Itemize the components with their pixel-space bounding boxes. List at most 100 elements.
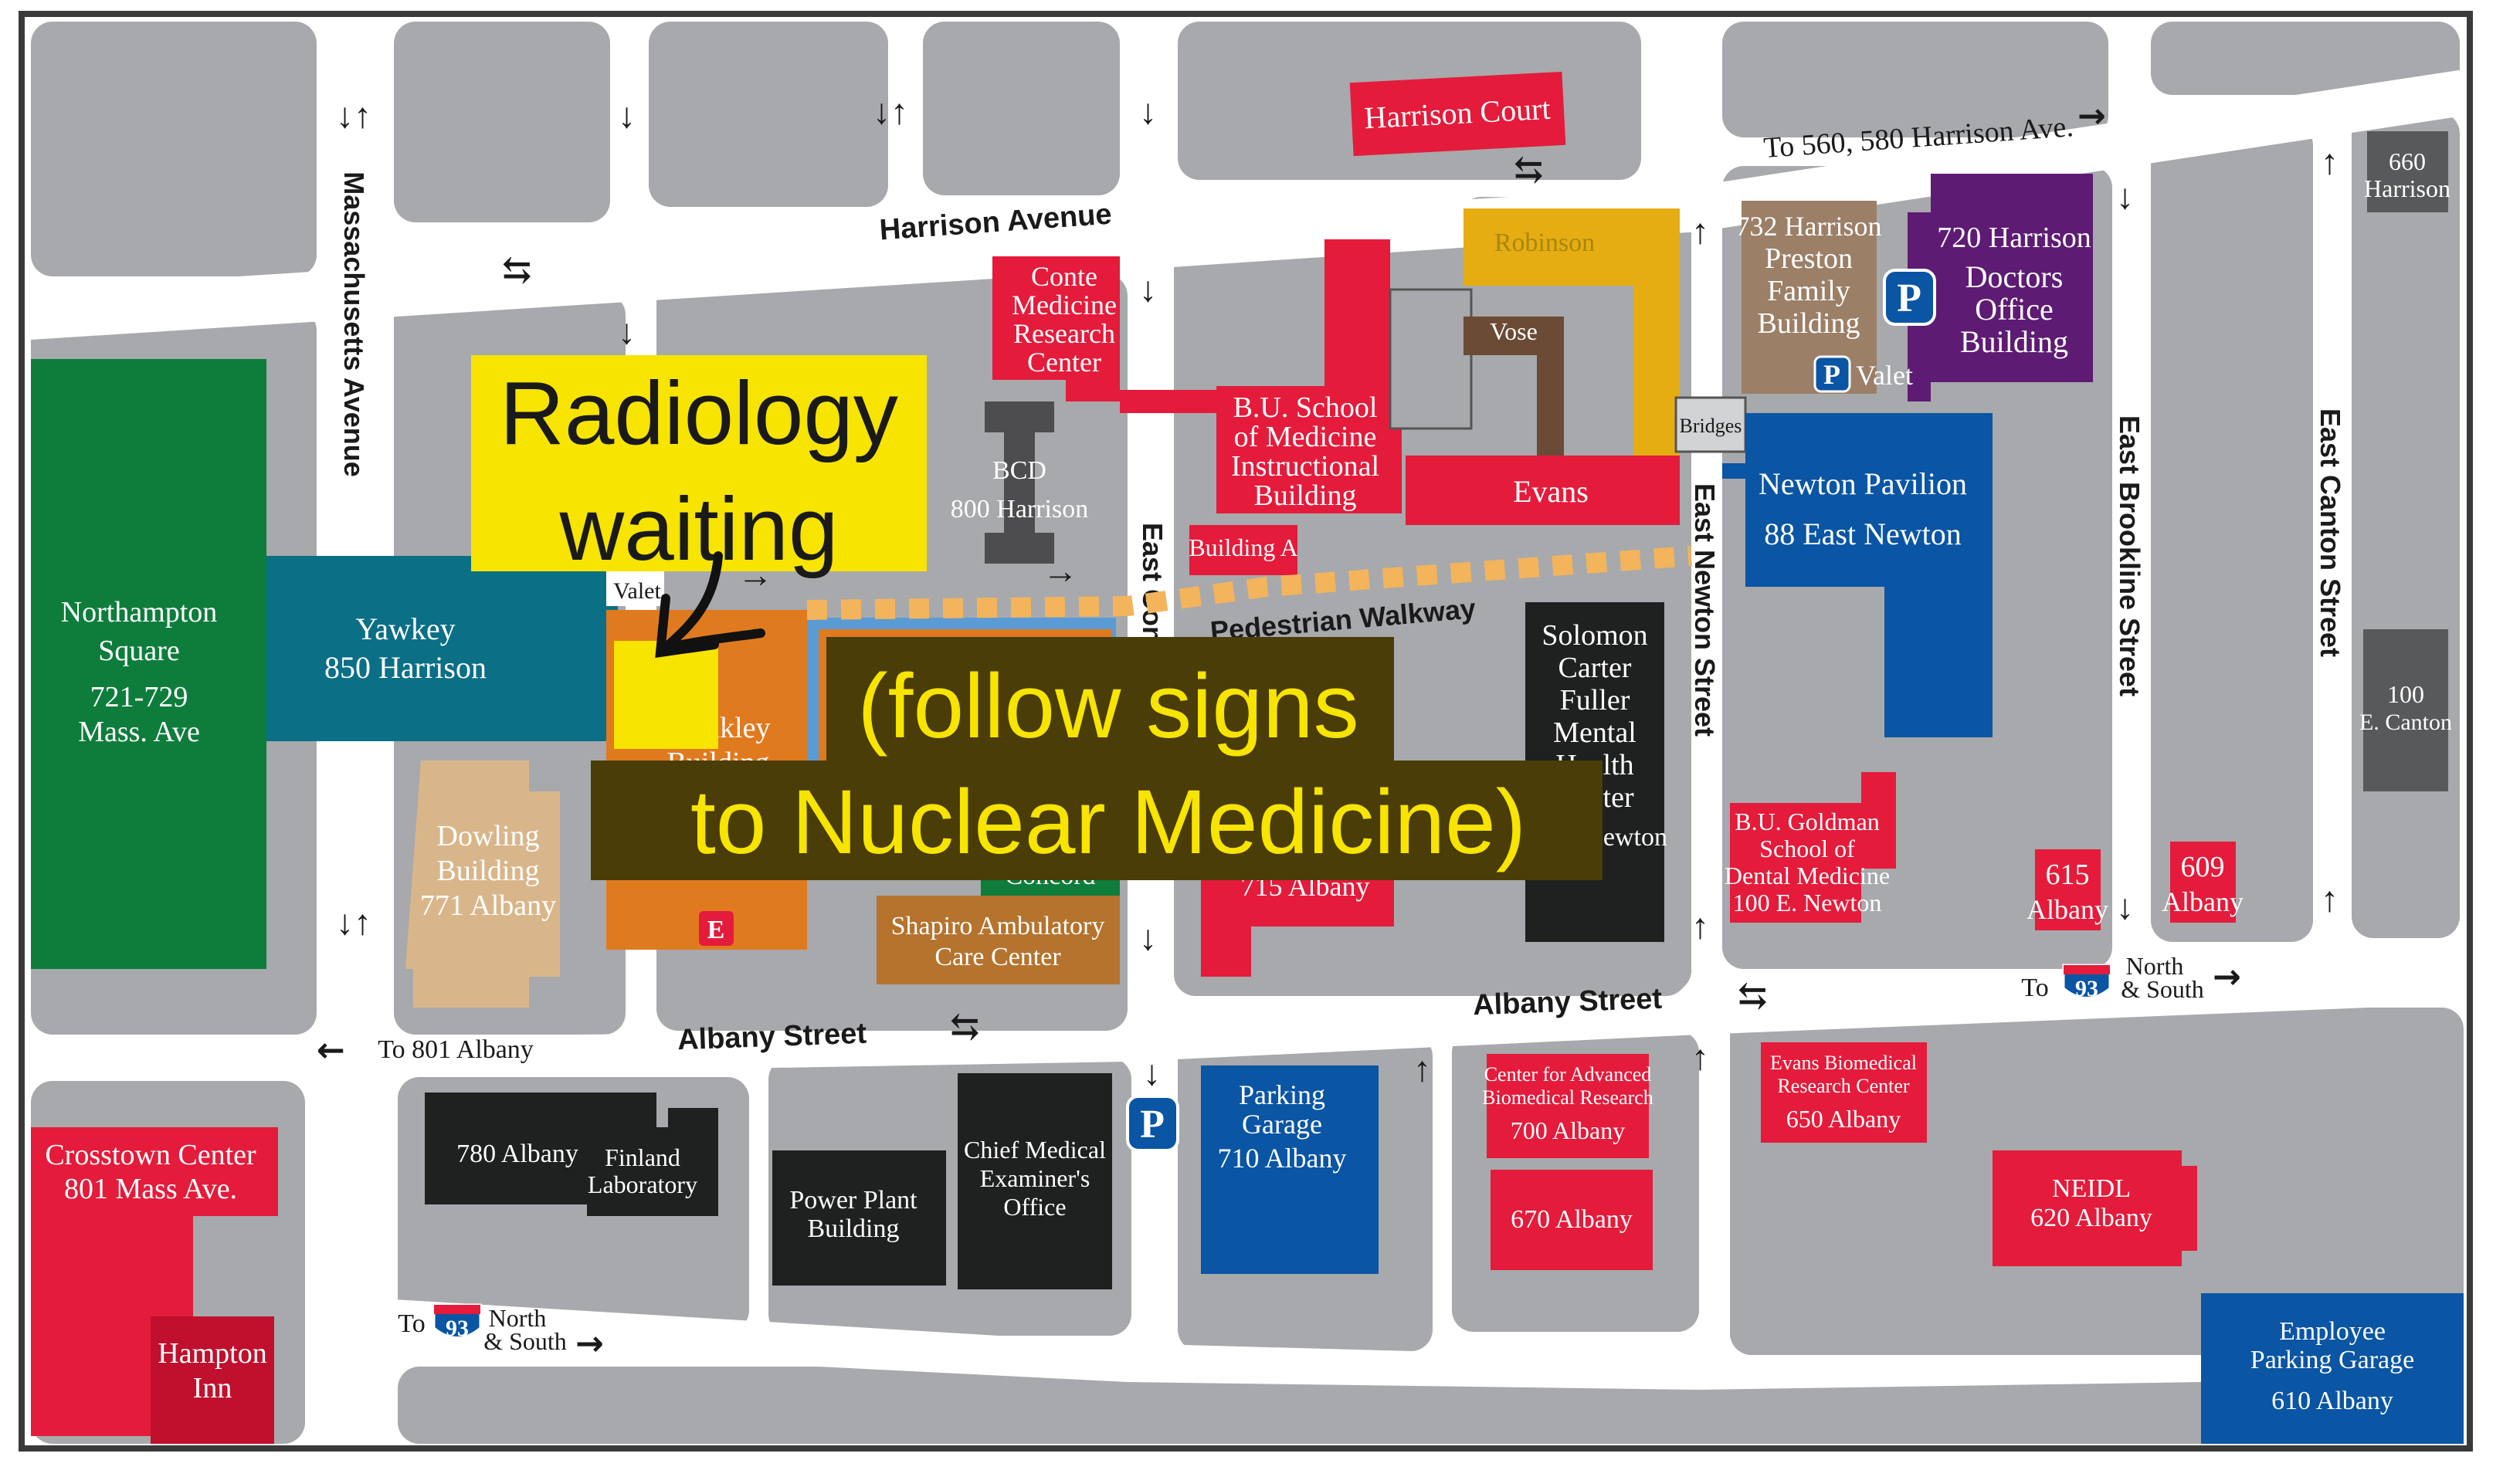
svg-text:↑: ↑ [1691, 1038, 1709, 1077]
svg-text:610 Albany: 610 Albany [2271, 1387, 2393, 1415]
svg-text:Employee: Employee [2279, 1317, 2386, 1346]
svg-text:Chief Medical: Chief Medical [964, 1136, 1106, 1164]
evans-building [1406, 456, 1680, 525]
albany-street-east-label: Albany Street [1472, 983, 1663, 1022]
building-609 [2170, 842, 2236, 923]
building-a [1189, 525, 1297, 575]
solomon-label-3: Fuller [1560, 684, 1630, 716]
nuclear-medicine-note-line2: to Nuclear Medicine) [690, 771, 1526, 873]
nuclear-medicine-note-bg-1 [826, 637, 1394, 761]
svg-text:Building: Building [807, 1214, 899, 1243]
svg-text:780 Albany: 780 Albany [456, 1140, 578, 1168]
svg-text:To: To [2021, 974, 2048, 1002]
preston-label-1: 732 Harrison [1736, 211, 1882, 242]
svg-text:650 Albany: 650 Albany [1786, 1105, 1901, 1133]
svg-text:North: North [2126, 952, 2184, 980]
parking-garage-710 [1201, 1065, 1379, 1274]
bu-som-label-1: B.U. School [1233, 391, 1378, 424]
nuclear-medicine-note-bg-2 [591, 761, 1603, 880]
svg-text:Harrison: Harrison [2364, 174, 2450, 202]
svg-text:⇆: ⇆ [1738, 976, 1768, 1015]
bu-som-building [1216, 386, 1402, 513]
svg-text:660: 660 [2389, 147, 2426, 175]
svg-text:E. Canton: E. Canton [2359, 710, 2452, 735]
building-a-label: Building A [1189, 534, 1297, 561]
finland-lab-building [587, 1108, 718, 1216]
svg-text:Office: Office [1003, 1193, 1066, 1221]
albany-street-road [31, 965, 2464, 1081]
svg-text:Parking Garage: Parking Garage [2250, 1346, 2414, 1374]
goldman-label-3: Dental Medicine [1725, 862, 1890, 889]
doctors-office-label-1: 720 Harrison [1937, 222, 2091, 254]
block [2151, 22, 2460, 95]
radiology-callout-box [471, 355, 927, 571]
svg-text:Crosstown Center: Crosstown Center [45, 1139, 256, 1171]
preston-building [1742, 201, 1877, 394]
bridges-label: Bridges [1680, 415, 1742, 437]
pedestrian-walkway [806, 546, 1692, 620]
svg-text:↓: ↓ [2116, 887, 2134, 927]
svg-text:↓: ↓ [1143, 1053, 1161, 1093]
svg-text:Northampton: Northampton [61, 596, 218, 628]
preston-label-3: Family [1767, 275, 1850, 307]
interstate-93-bottom: To 93 North & South → [398, 1303, 604, 1364]
svg-text:P: P [1823, 359, 1840, 390]
neidl-building [1993, 1150, 2197, 1266]
solomon-label-1: Solomon [1542, 619, 1647, 652]
svg-text:Dowling: Dowling [437, 820, 540, 852]
svg-text:↓↑: ↓↑ [873, 92, 908, 131]
crosstown-building [31, 1127, 278, 1436]
to-801-albany-arrow: ← [317, 1031, 345, 1070]
svg-text:93: 93 [446, 1316, 469, 1341]
svg-text:North: North [489, 1304, 547, 1332]
preston-label-2: Preston [1765, 242, 1853, 275]
evans-label: Evans [1513, 474, 1589, 509]
bcd-label-1: BCD [992, 456, 1046, 485]
svg-text:Parking: Parking [1239, 1079, 1325, 1110]
newton-pavilion-label-2: 88 East Newton [1764, 517, 1962, 551]
svg-text:↓: ↓ [618, 312, 636, 351]
svg-text:⇆: ⇆ [950, 1007, 980, 1046]
svg-text:↓: ↓ [1139, 918, 1157, 957]
block [394, 22, 610, 222]
svg-text:Research Center: Research Center [1777, 1075, 1909, 1097]
svg-text:Examiner's: Examiner's [980, 1164, 1090, 1192]
doctors-office-label-4: Building [1960, 324, 2068, 359]
svg-text:↓↑: ↓↑ [336, 903, 371, 942]
east-newton-street-label: East Newton Street [1689, 483, 1721, 737]
dowling-building [405, 761, 560, 1008]
conte-label-1: Conte [1031, 261, 1097, 292]
svg-text:↑: ↑ [2321, 142, 2339, 181]
building-670 [1491, 1170, 1653, 1270]
east-canton-street-label: East Canton Street [2315, 408, 2346, 657]
svg-text:615: 615 [2046, 859, 2090, 891]
svg-text:801 Mass Ave.: 801 Mass Ave. [64, 1173, 237, 1205]
svg-text:Biomedical Research: Biomedical Research [1482, 1086, 1653, 1109]
emergency-icon: E [707, 916, 725, 944]
shapiro-building [877, 896, 1120, 984]
doctors-office-building [1908, 174, 2093, 401]
evans-brc-building [1761, 1042, 1927, 1143]
goldman-label-4: 100 E. Newton [1733, 889, 1882, 916]
yawkey-building [266, 556, 618, 741]
svg-text:To: To [398, 1309, 425, 1338]
gray-building-block [1389, 288, 1473, 430]
northampton-building [31, 359, 266, 969]
svg-text:↓: ↓ [1139, 269, 1157, 309]
svg-text:↑: ↑ [2321, 879, 2339, 919]
svg-text:↓: ↓ [618, 96, 636, 135]
svg-text:Care Center: Care Center [934, 943, 1061, 971]
svg-text:& South: & South [483, 1327, 567, 1355]
bu-som-label-4: Building [1253, 479, 1356, 512]
svg-text:↑: ↑ [1413, 1049, 1431, 1089]
svg-text:↓: ↓ [1139, 92, 1157, 131]
cabr-building [1487, 1054, 1649, 1158]
valet-left-label: Valet [613, 578, 661, 604]
vose-building [1463, 317, 1564, 459]
newton-pavilion-building [1745, 413, 1993, 737]
robinson-building [1463, 208, 1680, 463]
svg-text:609: 609 [2181, 851, 2225, 883]
svg-text:↓: ↓ [2116, 177, 2134, 216]
svg-text:↑: ↑ [1691, 906, 1709, 946]
